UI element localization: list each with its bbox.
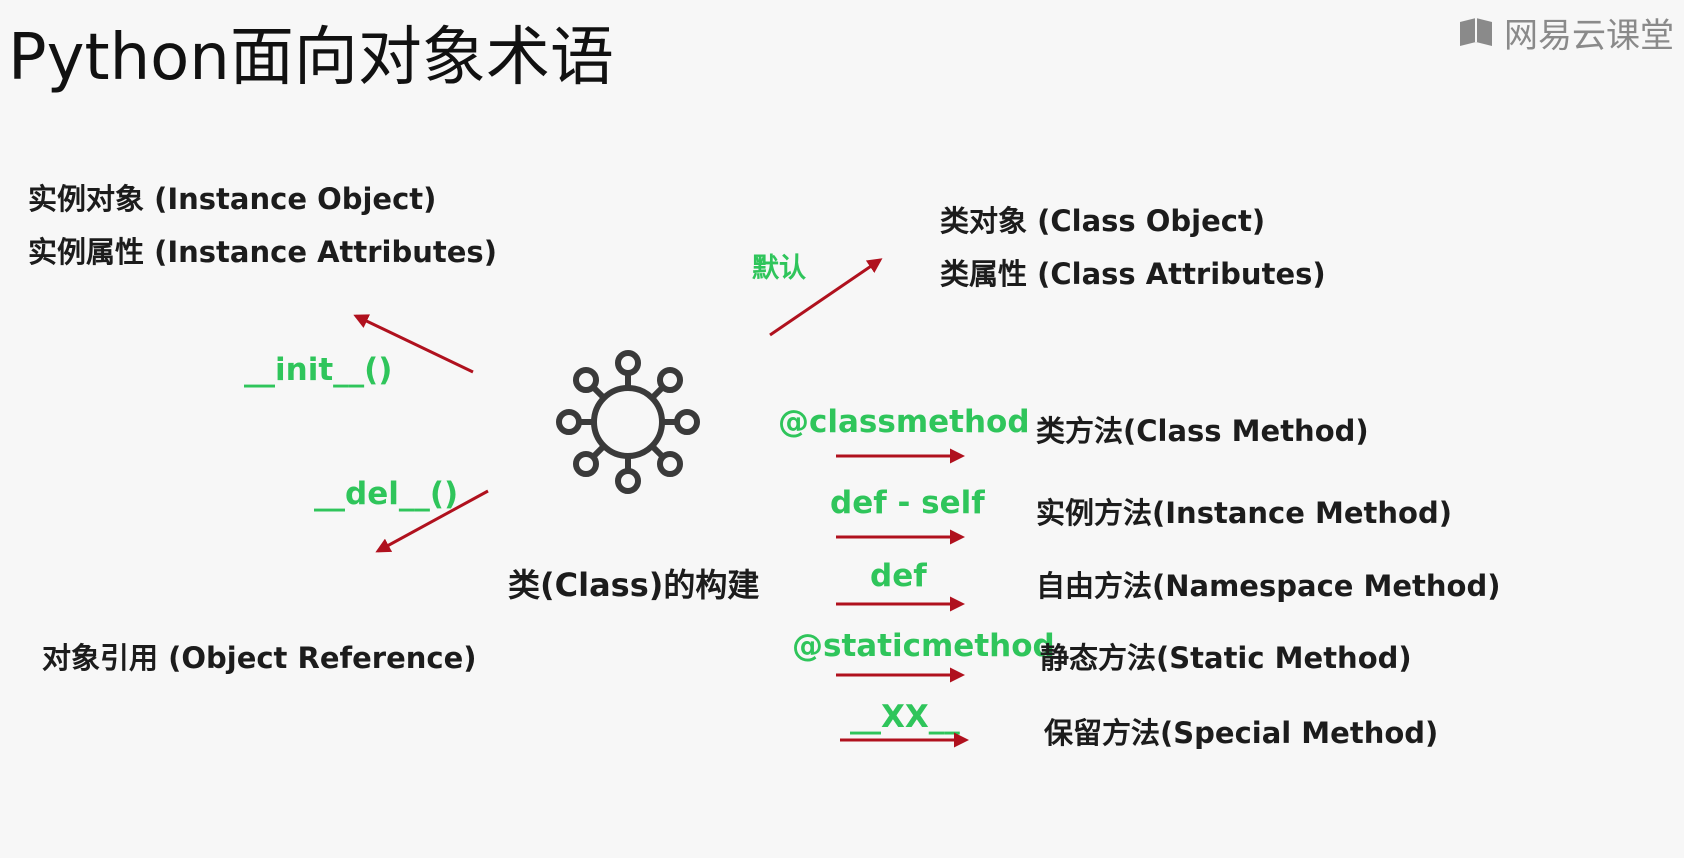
init-edge-label: __init__() bbox=[244, 352, 393, 388]
static-method-label: 静态方法(Static Method) bbox=[1040, 641, 1412, 675]
instance-method-decorator: def - self bbox=[830, 485, 985, 521]
special-method-label: 保留方法(Special Method) bbox=[1044, 716, 1439, 750]
brand-name: 网易云课堂 bbox=[1504, 16, 1674, 56]
classmethod-decorator: @classmethod bbox=[778, 404, 1030, 440]
network-hub-icon bbox=[556, 350, 700, 494]
page-title: Python面向对象术语 bbox=[8, 21, 614, 95]
staticmethod-decorator: @staticmethod bbox=[792, 628, 1055, 664]
special-method-decorator: __XX__ bbox=[850, 699, 960, 735]
instance-object-label: 实例对象 (Instance Object) bbox=[28, 182, 437, 216]
default-arrow bbox=[769, 258, 883, 337]
init-arrow bbox=[353, 314, 474, 374]
class-attributes-label: 类属性 (Class Attributes) bbox=[940, 257, 1326, 291]
del-arrow bbox=[375, 489, 489, 553]
class-method-label: 类方法(Class Method) bbox=[1036, 414, 1369, 448]
class-object-label: 类对象 (Class Object) bbox=[940, 204, 1266, 238]
brand: 网易云课堂 bbox=[1456, 8, 1674, 57]
book-logo-icon bbox=[1460, 17, 1492, 46]
namespace-method-label: 自由方法(Namespace Method) bbox=[1036, 569, 1501, 603]
object-reference-label: 对象引用 (Object Reference) bbox=[42, 641, 477, 675]
class-construction-label: 类(Class)的构建 bbox=[508, 566, 760, 604]
instance-attributes-label: 实例属性 (Instance Attributes) bbox=[28, 235, 497, 269]
namespace-method-decorator: def bbox=[870, 558, 927, 594]
del-edge-label: __del__() bbox=[314, 476, 459, 512]
default-edge-label: 默认 bbox=[752, 253, 806, 284]
instance-method-label: 实例方法(Instance Method) bbox=[1036, 496, 1452, 530]
